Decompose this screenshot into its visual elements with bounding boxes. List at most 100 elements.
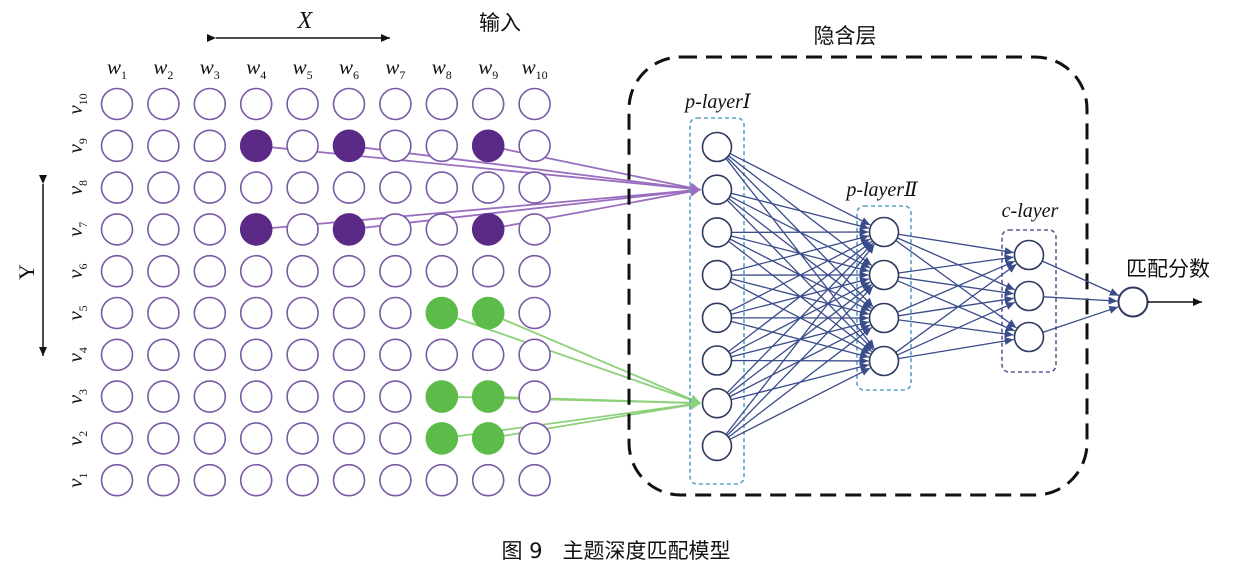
p-layer-1-node xyxy=(701,387,733,419)
grid-cell xyxy=(332,296,366,330)
grid-cell xyxy=(332,463,366,497)
p1-p2-connection xyxy=(730,234,870,273)
grid-cell xyxy=(147,338,180,372)
grid-cell-active-purple xyxy=(332,213,366,246)
grid-cell xyxy=(286,338,319,372)
p-layer-2-label: p-layerⅡ xyxy=(844,179,918,201)
c-layer-label: c-layer xyxy=(1002,200,1059,222)
grid-cell-active-purple xyxy=(471,213,505,246)
p1-p2-connection xyxy=(729,152,871,226)
grid-cell xyxy=(100,422,134,455)
p1-p2-connection xyxy=(729,238,871,312)
column-header: w5 xyxy=(293,55,313,82)
p-layer-1-node xyxy=(701,430,733,462)
p-layer-1-node xyxy=(701,345,733,376)
grid-cell xyxy=(286,171,319,204)
hidden-layer-group: 隐含层 xyxy=(627,24,1089,497)
grid-cell xyxy=(471,463,505,497)
grid-cell xyxy=(100,463,134,497)
grid-cell xyxy=(518,254,551,288)
p2-c-connection xyxy=(896,301,1016,356)
p2-c-connection xyxy=(898,319,1014,338)
grid-cell xyxy=(425,129,459,163)
y-axis-label: Y xyxy=(14,264,39,280)
grid-cell xyxy=(100,129,134,163)
column-header: w1 xyxy=(107,55,127,82)
grid-cell xyxy=(379,213,412,246)
grid-cell xyxy=(239,296,273,330)
c-output-connection xyxy=(1043,296,1118,305)
green-connection xyxy=(487,312,701,405)
p-layer-1-label: p-layerⅠ xyxy=(683,91,752,113)
grid-cell-active-purple xyxy=(332,129,366,163)
hidden-layer-label: 隐含层 xyxy=(814,24,877,48)
grid-cell-active-purple xyxy=(471,129,505,163)
p2-c-connection xyxy=(897,260,1016,313)
row-header: v10 xyxy=(63,93,90,114)
grid-cell xyxy=(100,380,134,413)
grid-cell xyxy=(193,213,227,246)
grid-cell xyxy=(193,422,227,455)
figure-caption: 图 9 主题深度匹配模型 xyxy=(501,539,730,563)
grid-cell xyxy=(379,380,412,413)
purple-connection xyxy=(256,144,701,194)
grid-cell-active-purple xyxy=(239,213,273,246)
grid-cell xyxy=(100,296,134,330)
grid-cell xyxy=(425,171,459,204)
grid-cell xyxy=(518,338,551,372)
hidden-layer-box xyxy=(627,55,1089,497)
grid-cell xyxy=(193,171,227,204)
grid-cell xyxy=(147,213,180,246)
grid-cell xyxy=(193,338,227,372)
row-header: v4 xyxy=(63,347,90,362)
grid-cell xyxy=(147,463,180,497)
grid-cell-active-green xyxy=(471,422,505,455)
grid-cell xyxy=(193,129,227,163)
grid-cell xyxy=(239,254,273,288)
y-axis-indicator: Y xyxy=(14,175,47,356)
grid-cell-active-green xyxy=(425,380,459,413)
grid-cell-active-green xyxy=(425,422,459,455)
p2-c-connection xyxy=(898,254,1014,274)
grid-cell xyxy=(379,463,412,497)
grid-cell xyxy=(239,338,273,372)
p-layer-2-node xyxy=(868,345,900,377)
grid-cell xyxy=(193,463,227,497)
grid-cell xyxy=(100,338,134,372)
p2-c-connection xyxy=(897,280,1016,332)
grid-cell xyxy=(286,213,319,246)
column-header: w10 xyxy=(522,55,548,82)
grid-cell xyxy=(100,87,134,121)
grid-cell xyxy=(425,213,459,246)
grid-cell-active-green xyxy=(471,380,505,413)
grid-cell xyxy=(332,338,366,372)
grid-cell xyxy=(286,87,319,121)
grid-cell xyxy=(332,254,366,288)
grid-cell xyxy=(147,380,180,413)
grid-cell xyxy=(332,380,366,413)
grid-cell xyxy=(147,422,180,455)
grid-cell xyxy=(147,87,180,121)
c-layer-box xyxy=(1001,229,1057,373)
p-layer-2-node xyxy=(868,259,900,291)
p2-c-connection xyxy=(898,233,1014,256)
c-layer-node xyxy=(1013,321,1045,353)
grid-cell xyxy=(239,380,273,413)
grid-cell xyxy=(425,338,459,372)
grid-cell xyxy=(379,87,412,121)
p-layer-1-node xyxy=(701,259,733,291)
p1-p2-connection xyxy=(729,367,871,440)
row-header: v8 xyxy=(63,180,90,195)
column-header: w7 xyxy=(385,55,405,82)
c-output-connection xyxy=(1042,306,1119,333)
grid-cell xyxy=(379,422,412,455)
grid-cell xyxy=(193,296,227,330)
grid-cell xyxy=(286,463,319,497)
grid-cell xyxy=(147,254,180,288)
grid-cell xyxy=(239,422,273,455)
grid-cell xyxy=(379,296,412,330)
p2-c-connection xyxy=(895,239,1017,329)
p1-p2-connection xyxy=(726,285,874,436)
p2-c-connection xyxy=(897,237,1016,291)
